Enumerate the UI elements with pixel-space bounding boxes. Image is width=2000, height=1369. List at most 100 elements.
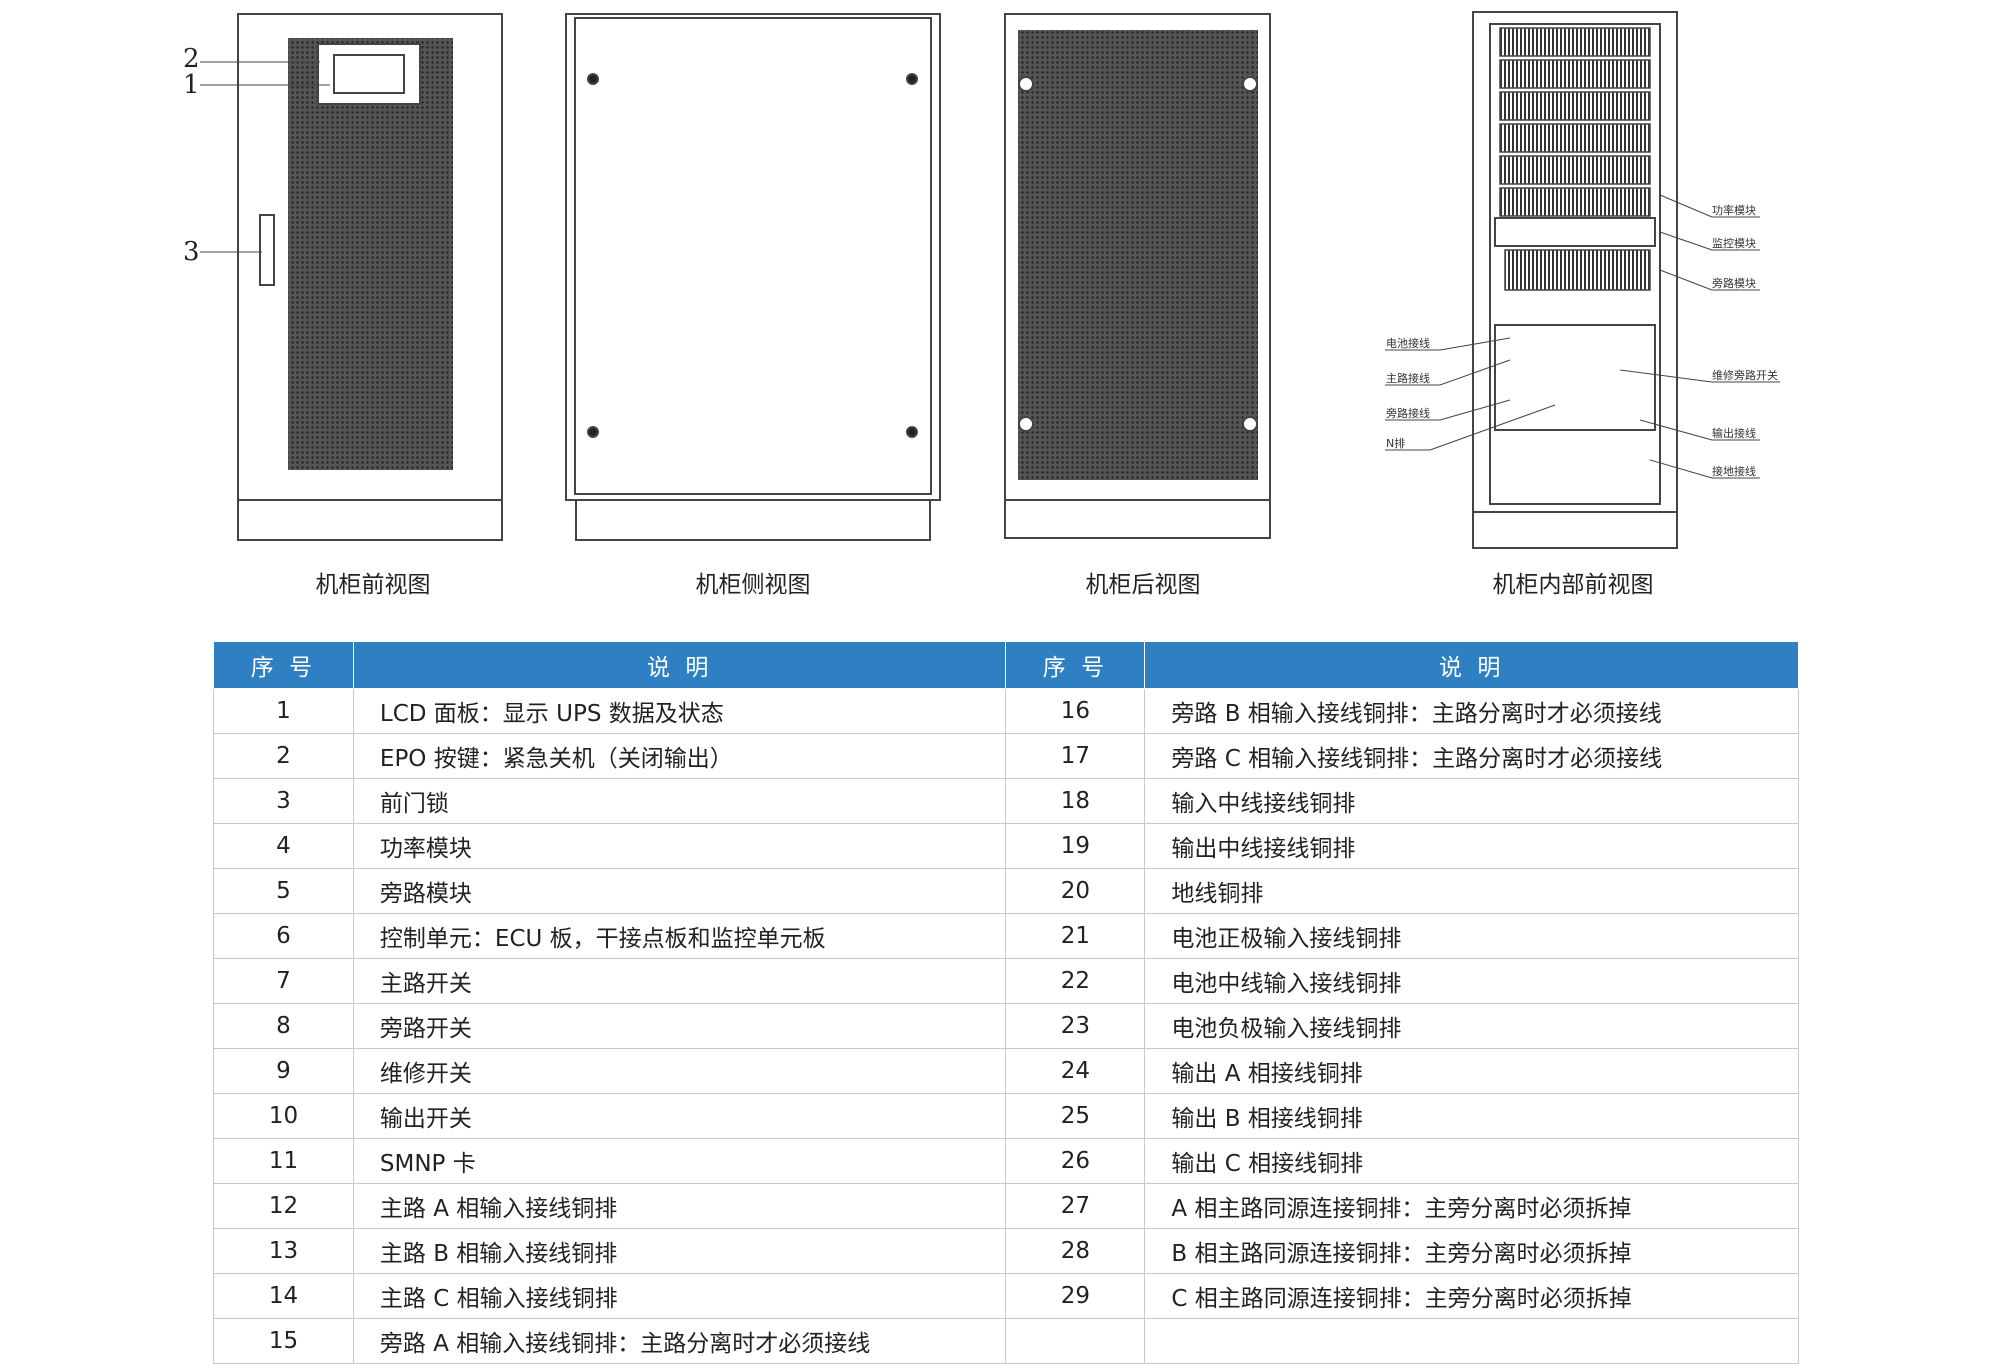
row-index: 29 — [1005, 1273, 1146, 1319]
row-description — [1144, 1318, 1799, 1364]
interior-label: 旁路接线 — [1386, 407, 1430, 420]
row-description: 前门锁 — [352, 778, 1007, 824]
caption-rear-view: 机柜后视图 — [1085, 572, 1201, 598]
row-index: 27 — [1005, 1183, 1146, 1229]
row-index: 21 — [1005, 913, 1146, 959]
row-index: 26 — [1005, 1138, 1146, 1184]
row-description: EPO 按键：紧急关机（关闭输出） — [352, 733, 1007, 779]
row-index: 20 — [1005, 868, 1146, 914]
row-index: 9 — [213, 1048, 354, 1094]
interior-label: 监控模块 — [1712, 237, 1756, 250]
row-index: 11 — [213, 1138, 354, 1184]
interior-label: N排 — [1386, 437, 1406, 450]
row-description: 输出 C 相接线铜排 — [1144, 1138, 1799, 1184]
interior-view-cabinet — [1385, 11, 1780, 549]
row-index: 17 — [1005, 733, 1146, 779]
interior-label: 接地接线 — [1712, 465, 1756, 478]
row-description: 输出 B 相接线铜排 — [1144, 1093, 1799, 1139]
interior-label: 电池接线 — [1386, 337, 1430, 350]
row-description: 输出开关 — [352, 1093, 1007, 1139]
cabinet-drawings — [200, 11, 1780, 549]
row-description: 旁路模块 — [352, 868, 1007, 914]
rear-view-cabinet — [1004, 13, 1271, 539]
row-description: 电池正极输入接线铜排 — [1144, 913, 1799, 959]
caption-interior-view: 机柜内部前视图 — [1492, 572, 1654, 598]
row-description: 输出中线接线铜排 — [1144, 823, 1799, 869]
front-view-cabinet — [200, 13, 503, 541]
header-index: 序 号 — [213, 641, 354, 689]
row-index: 7 — [213, 958, 354, 1004]
row-index: 1 — [213, 688, 354, 734]
row-description: 输入中线接线铜排 — [1144, 778, 1799, 824]
row-description: 维修开关 — [352, 1048, 1007, 1094]
row-description: 旁路开关 — [352, 1003, 1007, 1049]
row-description: SMNP 卡 — [352, 1138, 1007, 1184]
callout-number: 1 — [183, 70, 200, 100]
row-index: 16 — [1005, 688, 1146, 734]
row-index: 18 — [1005, 778, 1146, 824]
caption-side-view: 机柜侧视图 — [695, 572, 811, 598]
row-index: 19 — [1005, 823, 1146, 869]
row-index: 2 — [213, 733, 354, 779]
row-index: 10 — [213, 1093, 354, 1139]
row-index: 23 — [1005, 1003, 1146, 1049]
row-description: 主路 C 相输入接线铜排 — [352, 1273, 1007, 1319]
row-description: A 相主路同源连接铜排：主旁分离时必须拆掉 — [1144, 1183, 1799, 1229]
interior-label: 输出接线 — [1712, 427, 1756, 440]
row-description: 旁路 C 相输入接线铜排：主路分离时才必须接线 — [1144, 733, 1799, 779]
row-description: 主路开关 — [352, 958, 1007, 1004]
header-description: 说 明 — [1144, 641, 1799, 689]
row-description: 电池中线输入接线铜排 — [1144, 958, 1799, 1004]
row-index: 4 — [213, 823, 354, 869]
interior-label: 维修旁路开关 — [1712, 369, 1778, 382]
row-index: 25 — [1005, 1093, 1146, 1139]
caption-front-view: 机柜前视图 — [315, 572, 431, 598]
row-description: B 相主路同源连接铜排：主旁分离时必须拆掉 — [1144, 1228, 1799, 1274]
row-description: 输出 A 相接线铜排 — [1144, 1048, 1799, 1094]
interior-label: 主路接线 — [1386, 372, 1430, 385]
row-index: 15 — [213, 1318, 354, 1364]
row-description: 功率模块 — [352, 823, 1007, 869]
row-description: 旁路 B 相输入接线铜排：主路分离时才必须接线 — [1144, 688, 1799, 734]
row-description: LCD 面板：显示 UPS 数据及状态 — [352, 688, 1007, 734]
row-index: 14 — [213, 1273, 354, 1319]
row-description: 控制单元：ECU 板，干接点板和监控单元板 — [352, 913, 1007, 959]
row-index: 5 — [213, 868, 354, 914]
row-index — [1005, 1318, 1146, 1364]
row-index: 3 — [213, 778, 354, 824]
row-index: 12 — [213, 1183, 354, 1229]
row-description: C 相主路同源连接铜排：主旁分离时必须拆掉 — [1144, 1273, 1799, 1319]
row-index: 13 — [213, 1228, 354, 1274]
side-view-cabinet — [565, 13, 941, 541]
row-description: 电池负极输入接线铜排 — [1144, 1003, 1799, 1049]
row-description: 主路 B 相输入接线铜排 — [352, 1228, 1007, 1274]
row-index: 22 — [1005, 958, 1146, 1004]
interior-label: 功率模块 — [1712, 204, 1756, 217]
callout-number: 2 — [183, 44, 200, 74]
row-index: 8 — [213, 1003, 354, 1049]
row-index: 28 — [1005, 1228, 1146, 1274]
row-description: 旁路 A 相输入接线铜排：主路分离时才必须接线 — [352, 1318, 1007, 1364]
callout-number: 3 — [183, 237, 200, 267]
row-index: 24 — [1005, 1048, 1146, 1094]
row-description: 地线铜排 — [1144, 868, 1799, 914]
row-description: 主路 A 相输入接线铜排 — [352, 1183, 1007, 1229]
header-index: 序 号 — [1005, 641, 1146, 689]
row-index: 6 — [213, 913, 354, 959]
interior-label: 旁路模块 — [1712, 277, 1756, 290]
